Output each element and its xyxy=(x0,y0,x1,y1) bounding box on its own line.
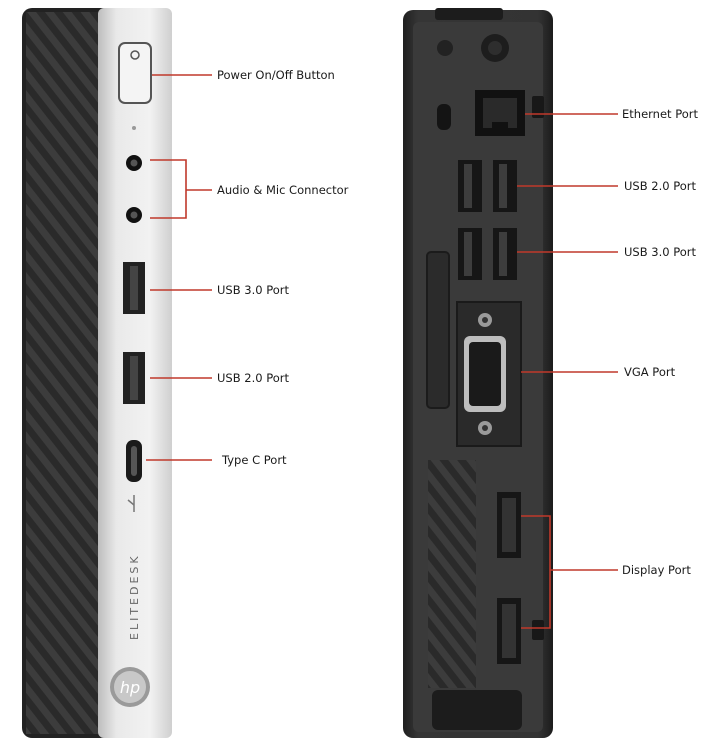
audio-jacks xyxy=(126,155,142,223)
rear-usb2-label: USB 2.0 Port xyxy=(624,179,697,193)
ethernet-port xyxy=(475,90,525,136)
front-usb2-port xyxy=(123,352,145,404)
rear-callout-lines xyxy=(517,113,618,629)
audio-mic-label: Audio & Mic Connector xyxy=(217,183,349,197)
rear-usb3-ports xyxy=(458,228,517,280)
rear-vent-grille xyxy=(428,460,476,688)
displayport-ports xyxy=(497,492,521,664)
rear-usb3-label: USB 3.0 Port xyxy=(624,245,697,259)
rear-usb2-ports xyxy=(458,160,517,212)
power-button-label: Power On/Off Button xyxy=(217,68,335,82)
usb-symbol-icon xyxy=(127,495,135,512)
displayport-label: Display Port xyxy=(622,563,691,577)
vga-port xyxy=(456,301,522,447)
front-usb3-label: USB 3.0 Port xyxy=(217,283,290,297)
rear-side-slot xyxy=(532,96,544,118)
svg-text:hp: hp xyxy=(120,678,140,697)
rear-screws xyxy=(437,34,509,62)
front-callout-lines xyxy=(146,74,212,461)
power-button xyxy=(118,42,152,104)
security-lock-slot xyxy=(437,104,451,130)
front-usb3-port xyxy=(123,262,145,314)
elitedesk-wordmark: ELITEDESK xyxy=(128,553,141,640)
typec-label: Type C Port xyxy=(222,453,287,467)
side-latch xyxy=(426,251,450,409)
front-chassis xyxy=(22,8,172,738)
ethernet-label: Ethernet Port xyxy=(622,107,698,121)
front-usb2-label: USB 2.0 Port xyxy=(217,371,290,385)
rear-lower-slot xyxy=(532,620,544,640)
hp-logo: hp xyxy=(110,667,150,707)
front-typec-port xyxy=(126,440,142,482)
vga-label: VGA Port xyxy=(624,365,676,379)
power-led xyxy=(132,126,136,130)
